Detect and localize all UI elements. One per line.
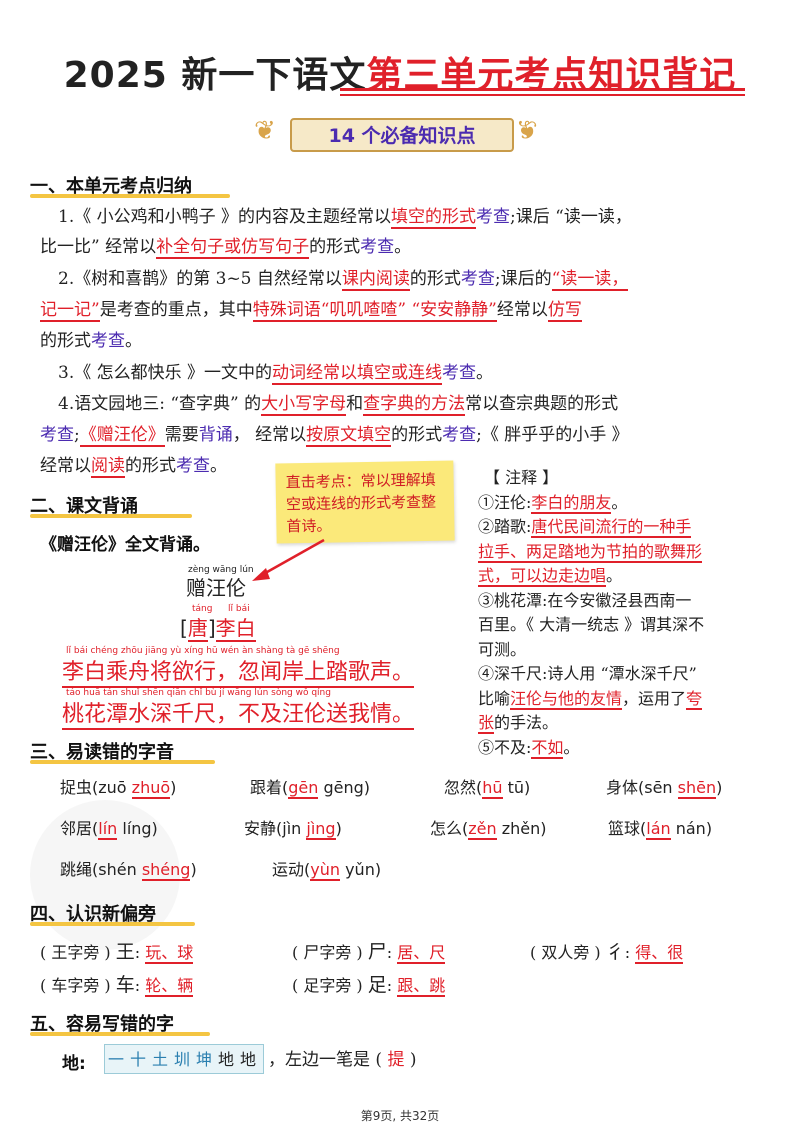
section4-heading: 四、认识新偏旁 (30, 904, 156, 925)
stroke-step: 一 (107, 1050, 124, 1069)
recite-instruction: 《赠汪伦》全文背诵。 (40, 535, 210, 555)
stroke-step: 坤 (195, 1050, 212, 1069)
title-underline (340, 88, 745, 91)
section1-heading-underline (30, 194, 230, 198)
s1-item4-line3: 经常以阅读的形式考查。 (40, 456, 227, 478)
note-2-line2: 拉手、两足踏地为节拍的歌舞形 (478, 542, 703, 563)
poem-line1-pinyin: lǐ bái chéng zhōu jiāng yù xíng hū wén à… (66, 646, 340, 656)
note-2-line1: ②踏歌:唐代民间流行的一种手 (478, 517, 692, 538)
note-4-line1: ④深千尺:诗人用 “潭水深千尺” (478, 664, 697, 683)
pron-item: 邻居(lín líng) (60, 819, 158, 840)
s1-item4-line2: 考查;《赠汪伦》需要背诵， 经常以按原文填空的形式考查;《 胖乎乎的小手 》 (40, 425, 629, 447)
pron-item: 篮球(lán nán) (608, 819, 713, 840)
s1-item2-line3: 的形式考查。 (40, 331, 142, 351)
banner: ❦ 14 个必备知识点 ❦ (250, 112, 550, 156)
banner-text: 14 个必备知识点 (328, 125, 476, 147)
stroke-step: 地 (217, 1050, 234, 1069)
note-3-line2: 百里。《 大清一统志 》谓其深不 (478, 615, 705, 634)
stroke-answer: 提 (387, 1050, 405, 1070)
section3-heading: 三、易读错的字音 (30, 742, 174, 763)
radical-item: ( 车字旁 ) 车: 轮、辆 (40, 974, 194, 997)
title-part1: 2025 新一下语文 (63, 55, 367, 96)
dynasty-pinyin: táng (192, 604, 213, 614)
radical-item: ( 王字旁 ) 王: 玩、球 (40, 941, 194, 964)
section3-heading-underline (30, 760, 215, 764)
poem-line1: 李白乘舟将欲行，忽闻岸上踏歌声。 (62, 654, 415, 688)
stroke-step: 土 (151, 1050, 168, 1069)
stroke-step: 圳 (173, 1050, 190, 1069)
stroke-order-sequence: 一 十 土 圳 坤 地 地 (106, 1046, 258, 1070)
radical-item: ( 足字旁 ) 足: 跟、跳 (292, 974, 446, 997)
poem-title: 赠汪伦 (186, 576, 246, 600)
pron-item: 跟着(gēn gēng) (250, 778, 371, 799)
poem-line2-pinyin: táo huā tán shuǐ shēn qiān chǐ bù jí wān… (66, 688, 331, 698)
s1-item2-line1: 2.《树和喜鹊》的第 3~5 自然经常以课内阅读的形式考查;课后的“读一读， (58, 269, 629, 291)
s1-item4-line1: 4.语文园地三: “查字典” 的大小写字母和查字典的方法常以查宗典题的形式 (58, 394, 619, 416)
section5-heading: 五、容易写错的字 (30, 1014, 174, 1035)
note-2-line3: 式，可以边走边唱。 (478, 566, 623, 587)
section2-heading: 二、课文背诵 (30, 496, 138, 517)
pron-item: 运动(yùn yǔn) (272, 860, 382, 881)
note-1: ①汪伦:李白的朋友。 (478, 493, 628, 514)
poem-author: 李白 (215, 616, 256, 642)
notes-heading: 【 注释 】 (484, 468, 559, 487)
pron-item: 捉虫(zuō zhuō) (60, 778, 177, 799)
laurel-left-icon: ❦ (254, 116, 276, 146)
section4-heading-underline (30, 922, 195, 926)
sticky-note: 直击考点：常以理解填空或连线的形式考查整首诗。 (275, 460, 455, 544)
poem-title-pinyin: zèng wāng lún (188, 565, 254, 575)
banner-box (290, 118, 514, 152)
section5-heading-underline (30, 1032, 210, 1036)
stroke-step: 地 (239, 1050, 256, 1069)
stroke-question: ，左边一笔是 ( 提 ) (268, 1050, 417, 1070)
pron-item: 忽然(hū tū) (444, 778, 531, 799)
sticky-note-text: 直击考点：常以理解填空或连线的形式考查整首诗。 (285, 470, 437, 536)
s1-item1-line2: 比一比” 经常以补全句子或仿写句子的形式考查。 (40, 237, 412, 259)
s1-item2-line2: 记一记”是考查的重点，其中特殊词语“叽叽喳喳” “安安静静”经常以仿写 (40, 300, 582, 322)
note-4-line3: 张的手法。 (478, 713, 559, 734)
section2-heading-underline (30, 514, 192, 518)
section1-heading: 一、本单元考点归纳 (30, 176, 192, 197)
note-3-line1: ③桃花潭:在今安徽泾县西南一 (478, 591, 692, 610)
page-number: 第9页, 共32页 (360, 1109, 440, 1123)
s1-item3-line1: 3.《 怎么都快乐 》一文中的动词经常以填空或连线考查。 (58, 363, 494, 385)
note-4-line2: 比喻汪伦与他的友情，运用了夸 (478, 689, 703, 710)
pron-item: 怎么(zěn zhěn) (430, 819, 547, 840)
laurel-right-icon: ❦ (516, 116, 538, 146)
note-5: ⑤不及:不如。 (478, 738, 580, 759)
poem-dynasty: 唐 (187, 616, 208, 642)
pron-item: 身体(sēn shēn) (606, 778, 723, 799)
note-3-line3: 可测。 (478, 640, 527, 659)
radical-item: ( 双人旁 ) 彳: 得、很 (530, 941, 684, 964)
poem-line2: 桃花潭水深千尺，不及汪伦送我情。 (62, 696, 415, 730)
arrow-icon (252, 538, 325, 581)
pron-item: 跳绳(shén shéng) (60, 860, 197, 881)
radical-item: ( 尸字旁 ) 尸: 居、尺 (292, 941, 446, 964)
pron-item: 安静(jìn jìng) (244, 819, 342, 840)
stroke-char-label: 地: (62, 1054, 86, 1074)
stroke-step: 十 (129, 1050, 146, 1069)
author-pinyin: lǐ bái (228, 604, 250, 614)
title-underline-2 (340, 94, 745, 96)
stroke-order-grid (104, 1044, 264, 1074)
s1-item1-line1: 1.《 小公鸡和小鸭子 》的内容及主题经常以填空的形式考查;课后 “读一读， (58, 207, 632, 229)
poem-byline: [唐]李白 (180, 616, 256, 642)
